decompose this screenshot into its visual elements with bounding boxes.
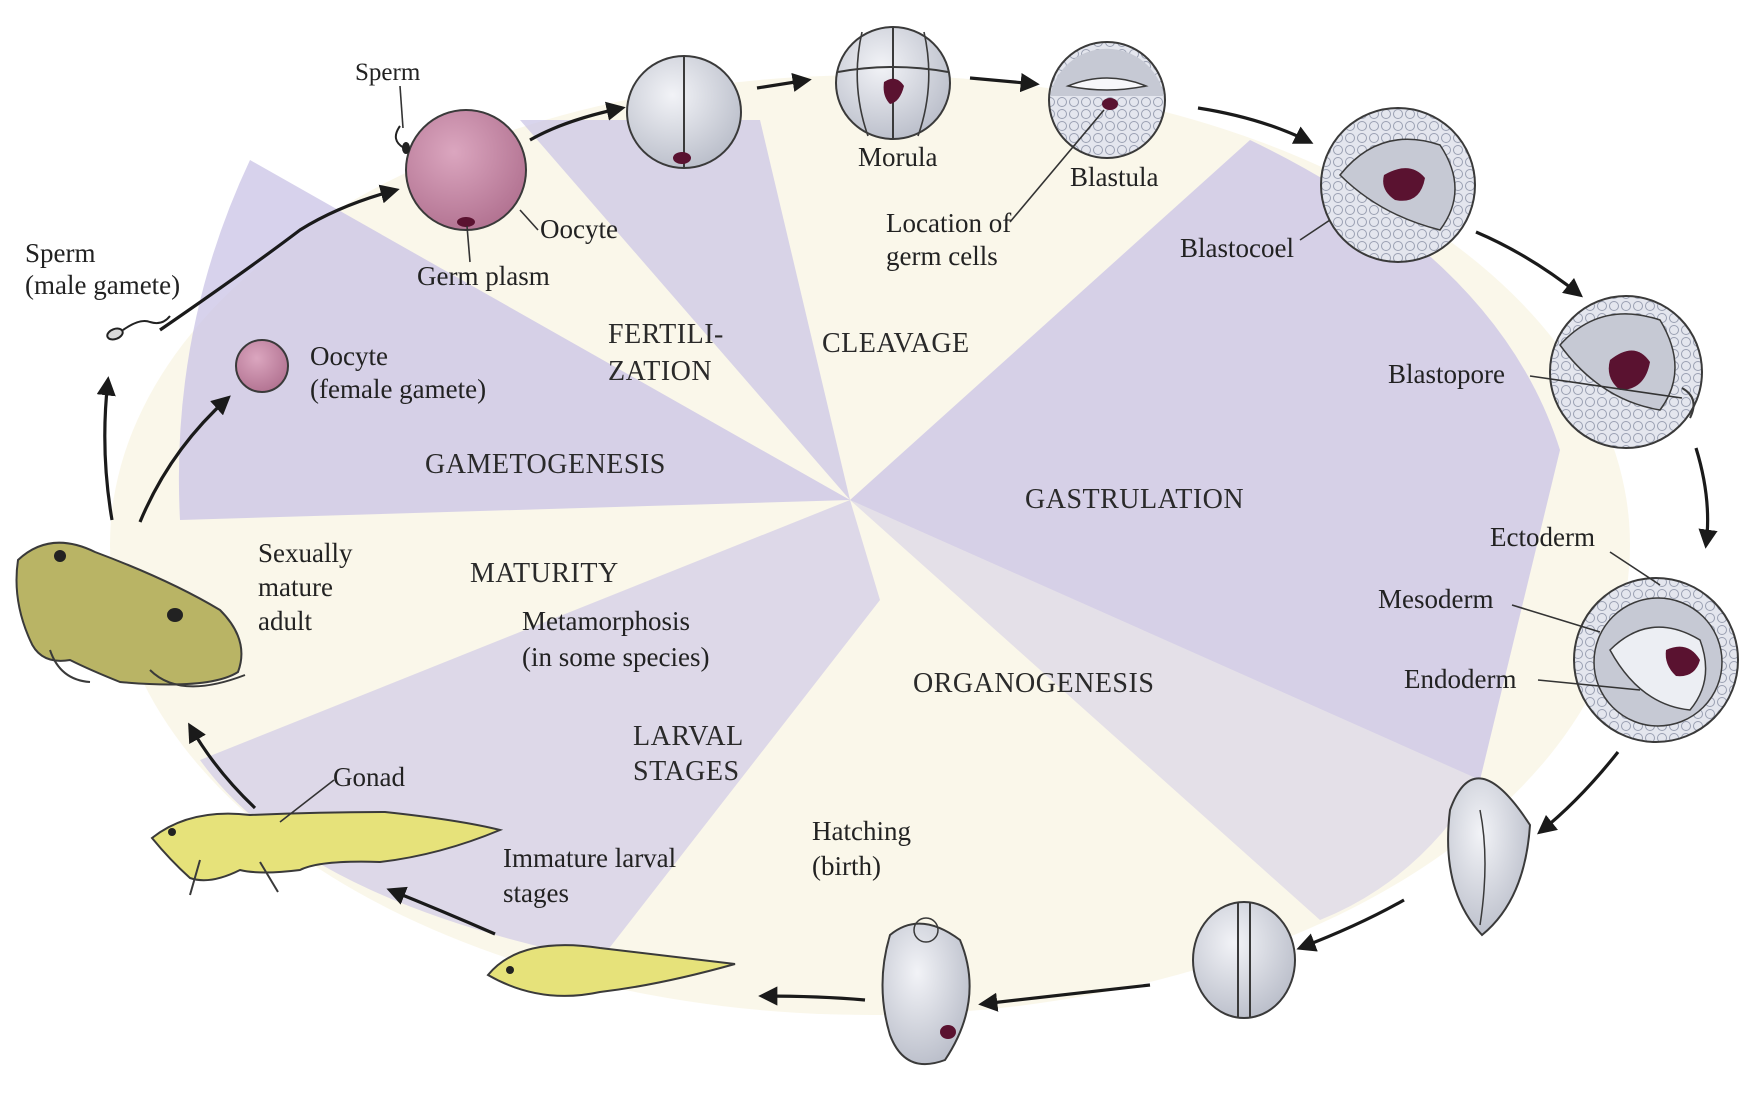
stage-cleavage: CLEAVAGE <box>822 328 970 359</box>
label-location-line1: Location of <box>886 208 1011 238</box>
neurula-embryo-2 <box>1193 902 1295 1018</box>
stage-larval-line1: LARVAL <box>633 721 744 752</box>
label-metamorphosis-line1: Metamorphosis <box>522 606 690 636</box>
label-adult-line3: adult <box>258 606 312 636</box>
label-oocyte-female-line2: (female gamete) <box>310 374 486 404</box>
stage-maturity: MATURITY <box>470 558 619 589</box>
blastopore-embryo <box>1550 296 1702 448</box>
label-mesoderm: Mesoderm <box>1378 584 1493 614</box>
label-adult-line1: Sexually <box>258 538 353 568</box>
morula-embryo <box>836 27 950 139</box>
arrow-to-neurula <box>1540 752 1618 832</box>
label-sperm-gamete-line1: Sperm <box>25 238 96 268</box>
label-endoderm: Endoderm <box>1404 664 1516 694</box>
sperm-entering-icon <box>396 126 410 154</box>
stage-fertilization-line2: ZATION <box>608 356 712 387</box>
label-hatching-line2: (birth) <box>812 851 881 881</box>
label-sperm-top: Sperm <box>355 59 421 86</box>
label-sperm-gamete-line2: (male gamete) <box>25 270 180 300</box>
label-oocyte: Oocyte <box>540 214 618 244</box>
label-blastula: Blastula <box>1070 162 1159 192</box>
oocyte-small <box>236 340 288 392</box>
label-germ-plasm: Germ plasm <box>417 261 550 291</box>
label-adult-line2: mature <box>258 572 333 602</box>
blastocoel-embryo <box>1321 108 1475 262</box>
label-gonad: Gonad <box>333 762 405 792</box>
stage-fertilization-line1: FERTILI- <box>608 319 724 350</box>
stage-larval-line2: STAGES <box>633 756 740 787</box>
label-immature-line1: Immature larval <box>503 843 676 873</box>
blastula-embryo <box>1049 42 1165 158</box>
leader-sperm-top <box>400 86 403 128</box>
label-ectoderm: Ectoderm <box>1490 522 1595 552</box>
stage-organogenesis: ORGANOGENESIS <box>913 668 1154 699</box>
arrow-gastrula-2 <box>1696 448 1708 545</box>
label-morula: Morula <box>858 142 938 172</box>
two-cell-embryo <box>627 56 741 168</box>
neurula-embryo-1 <box>1448 778 1530 935</box>
germ-layers-embryo <box>1574 578 1738 742</box>
stage-gametogenesis: GAMETOGENESIS <box>425 449 666 480</box>
stage-gastrulation: GASTRULATION <box>1025 484 1244 515</box>
oocyte-large <box>406 110 526 230</box>
arrow-adult-sperm <box>105 380 112 520</box>
label-immature-line2: stages <box>503 878 569 908</box>
label-hatching-line1: Hatching <box>812 816 911 846</box>
label-oocyte-female-line1: Oocyte <box>310 341 388 371</box>
label-blastopore: Blastopore <box>1388 359 1505 389</box>
label-blastocoel: Blastocoel <box>1180 233 1294 263</box>
label-metamorphosis-line2: (in some species) <box>522 642 709 672</box>
tailbud-embryo <box>883 918 970 1064</box>
label-location-line2: germ cells <box>886 241 998 271</box>
